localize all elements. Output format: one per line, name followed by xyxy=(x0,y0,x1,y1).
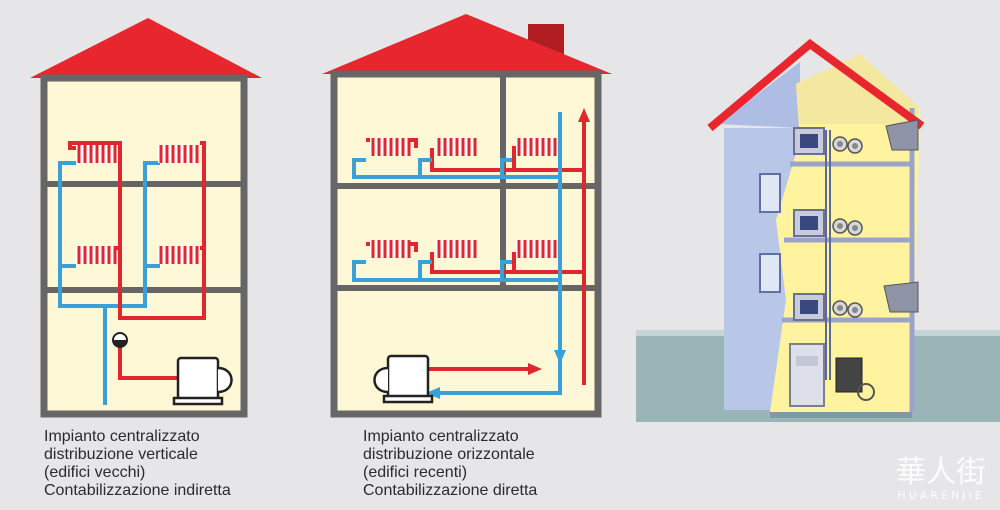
meter-icon xyxy=(847,138,863,154)
roof-middle xyxy=(322,14,612,74)
watermark-text: HUARENJIE xyxy=(897,489,985,502)
caption-line: (edifici vecchi) xyxy=(44,464,146,481)
radiator xyxy=(156,244,200,266)
outdoor-unit xyxy=(885,119,919,151)
window xyxy=(759,253,781,293)
caption-line: distribuzione verticale xyxy=(44,446,198,463)
caption-line: Contabilizzazione indiretta xyxy=(44,482,231,499)
meter-icon xyxy=(832,136,848,152)
window xyxy=(759,173,781,213)
caption-line: Impianto centralizzato xyxy=(44,428,200,445)
radiator xyxy=(434,136,478,158)
caption-line: Contabilizzazione diretta xyxy=(363,482,538,499)
radiator xyxy=(514,136,558,158)
cold-pipes-middle xyxy=(352,112,562,395)
caption-line: (edifici recenti) xyxy=(363,464,468,481)
left-caption: Impianto centralizzato distribuzione ver… xyxy=(44,428,231,500)
watermark-logo: 華人街 xyxy=(896,455,986,490)
cold-pipes-left xyxy=(58,161,160,405)
caption-line: distribuzione orizzontale xyxy=(363,446,535,463)
house-cutaway xyxy=(636,38,1000,422)
arrow-icon xyxy=(554,350,566,364)
radiator-box xyxy=(793,293,825,321)
watermark: 華人街 HUARENJIE xyxy=(896,455,986,503)
radiator xyxy=(434,238,478,260)
radiator xyxy=(74,143,118,165)
meter-icon xyxy=(847,220,863,236)
boiler-unit xyxy=(789,343,825,407)
boiler-icon xyxy=(382,354,434,404)
hot-pipes-left xyxy=(68,141,206,380)
radiator xyxy=(74,244,118,266)
roof-left xyxy=(30,18,262,78)
outdoor-unit xyxy=(883,281,919,313)
meter-icon xyxy=(847,302,863,318)
caption-line: Impianto centralizzato xyxy=(363,428,519,445)
house-vertical xyxy=(30,18,262,418)
arrow-icon xyxy=(426,387,440,399)
pump-icon xyxy=(112,332,128,348)
arrow-icon xyxy=(578,108,590,122)
roof-right xyxy=(707,38,925,132)
meter-icon xyxy=(832,218,848,234)
radiator xyxy=(514,238,558,260)
control-panel xyxy=(835,357,863,393)
arrow-icon xyxy=(528,363,542,375)
middle-caption: Impianto centralizzato distribuzione ori… xyxy=(363,428,537,500)
radiator xyxy=(368,136,412,158)
boiler-icon xyxy=(172,356,224,406)
meter-icon xyxy=(832,300,848,316)
radiator xyxy=(368,238,412,260)
radiator xyxy=(156,143,200,165)
house-horizontal xyxy=(322,14,612,418)
